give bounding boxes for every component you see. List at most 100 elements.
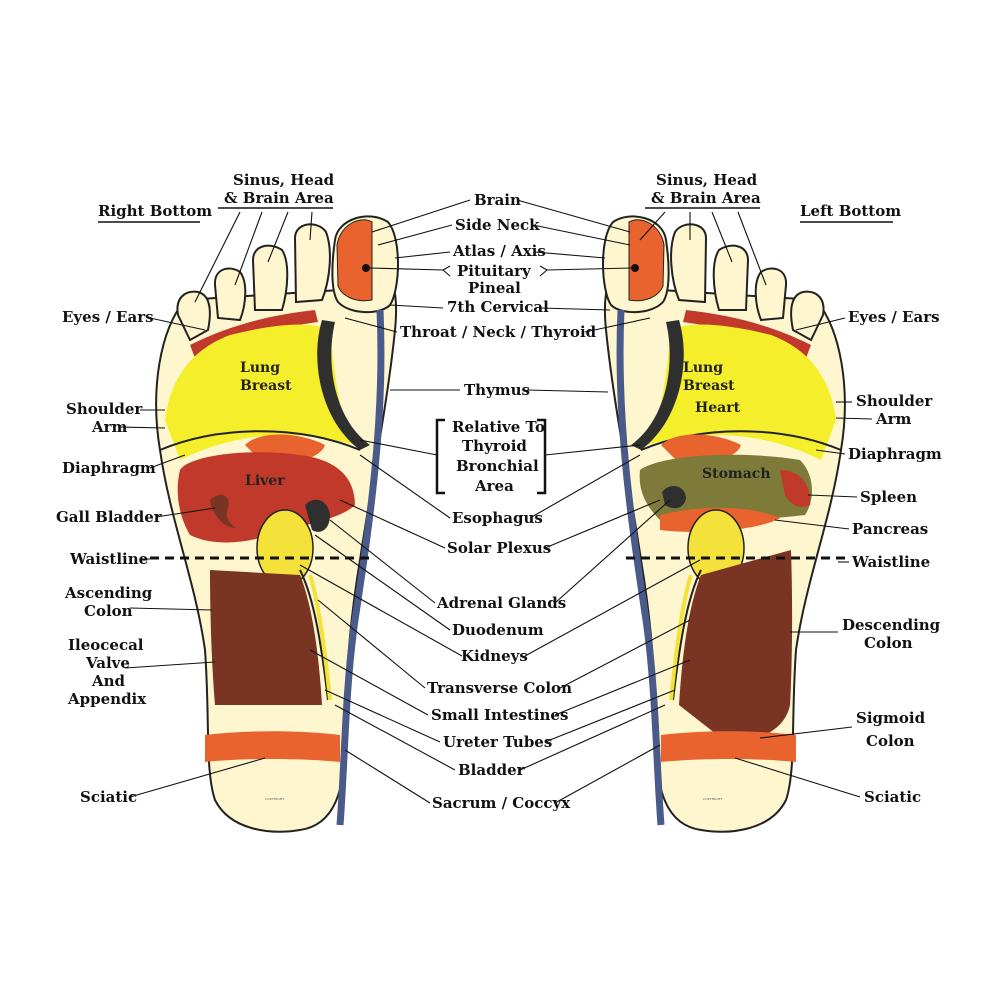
left-diaphragm-line [640, 430, 842, 451]
right-diaphragm-label: Diaphragm [62, 459, 156, 477]
left-ureter-line [672, 569, 702, 701]
relative-bracket-right [537, 418, 547, 495]
right-lung-label-1: Lung [240, 360, 280, 376]
relative-label-2: Thyroid [462, 437, 527, 455]
brain-label: Brain [474, 191, 521, 209]
left-spine-line [616, 309, 665, 826]
left-sigmoid-label-1: Sigmoid [856, 709, 926, 727]
left-shoulder-label: Shoulder [856, 392, 933, 410]
right-ascending-label-1: Ascending [64, 584, 153, 602]
sinus-right-line2: & Brain Area [224, 189, 334, 207]
left-spleen-label: Spleen [860, 488, 917, 506]
pituitary-bracket-right [539, 265, 548, 277]
transverse-colon-label: Transverse Colon [427, 679, 572, 697]
left-pancreas-leader [774, 519, 850, 530]
right-eyes-ears-leader [149, 317, 206, 331]
right-ileocecal-label-2: Valve [85, 654, 130, 672]
right-toe-4 [213, 267, 247, 322]
esophagus-label: Esophagus [452, 509, 543, 527]
left-toe-3 [712, 244, 750, 311]
left-eyes-ears-leader [795, 317, 846, 331]
right-lung-label-2: Breast [240, 378, 292, 394]
left-arm-leader [835, 417, 873, 420]
right-ileocecal-label-1: Ileocecal [68, 636, 144, 654]
left-lung-label-2: Breast [683, 378, 735, 394]
left-pancreas-label: Pancreas [852, 520, 928, 538]
left-diaphragm-label: Diaphragm [848, 445, 942, 463]
left-spine-band-dark [631, 320, 684, 450]
right-waistline-label: Waistline [69, 550, 148, 568]
left-ureter-fill [669, 574, 693, 701]
right-bottom-heading: Right Bottom [98, 202, 212, 220]
right-arm-leader [119, 426, 166, 429]
relative-label-4: Area [474, 477, 514, 495]
sinus-leaders [194, 211, 767, 303]
right-ileocecal-label-3: And [91, 672, 126, 690]
throat-label: Throat / Neck / Thyroid [400, 323, 597, 341]
right-eyes-ears-label: Eyes / Ears [62, 308, 154, 326]
left-arm-label: Arm [875, 410, 912, 428]
right-ureter-fill [308, 574, 332, 701]
left-toe-2 [670, 223, 708, 304]
left-waistline-label: Waistline [851, 553, 930, 571]
left-copyright-text: COPYRIGHT [703, 797, 722, 801]
side-neck-label: Side Neck [455, 216, 540, 234]
left-lung-label-1: Lung [683, 360, 723, 376]
duodenum-label: Duodenum [452, 621, 544, 639]
center-leaders [299, 199, 701, 804]
pituitary-label: Pituitary [457, 262, 532, 280]
left-brain-zone [628, 219, 665, 302]
right-ascending-leader [129, 607, 213, 611]
right-ascending-label-2: Colon [84, 602, 133, 620]
left-descending-label-2: Colon [864, 634, 913, 652]
adrenal-label: Adrenal Glands [436, 594, 566, 612]
right-toe-2 [293, 223, 331, 304]
thymus-label: Thymus [464, 381, 530, 399]
right-gall-bladder-leader [155, 507, 216, 518]
left-diaphragm-leader [815, 449, 846, 455]
left-sciatic-label: Sciatic [864, 788, 921, 806]
solar-plexus-label: Solar Plexus [447, 539, 551, 557]
right-shoulder-label: Shoulder [66, 400, 143, 418]
right-toe-3 [251, 244, 289, 311]
right-colon-zone [210, 570, 322, 705]
relative-label-1: Relative To [452, 418, 545, 436]
sinus-left-line1: Sinus, Head [656, 171, 758, 189]
left-sciatic-band [661, 731, 796, 762]
left-sigmoid-leader [759, 726, 853, 739]
left-sigmoid-label-2: Colon [866, 732, 915, 750]
right-toe-5 [176, 290, 211, 342]
left-toe-4 [754, 267, 788, 322]
left-stomach-label: Stomach [702, 466, 771, 482]
right-diaphragm-leader [149, 454, 186, 469]
sacrum-label: Sacrum / Coccyx [432, 794, 571, 812]
left-sciatic-leader [734, 757, 861, 798]
left-descending-label-1: Descending [842, 616, 941, 634]
left-stomach-zone [639, 454, 812, 523]
left-pituitary-dot [631, 264, 639, 272]
right-liver-label: Liver [245, 473, 285, 489]
right-spine-band-dark [317, 320, 370, 450]
right-lung-zone [165, 324, 355, 460]
pineal-label: Pineal [468, 279, 521, 297]
right-pituitary-dot [362, 264, 370, 272]
left-colon-zone [679, 550, 793, 745]
right-sciatic-band [205, 731, 340, 762]
sinus-left-line2: & Brain Area [651, 189, 761, 207]
small-intestines-label: Small Intestines [431, 706, 568, 724]
right-gall-bladder [210, 494, 236, 528]
left-eyes-ears-label: Eyes / Ears [848, 308, 940, 326]
right-brain-zone [336, 219, 373, 302]
left-toe-5 [790, 290, 825, 342]
left-lung-zone [646, 324, 836, 460]
relative-label-3: Bronchial [456, 457, 539, 475]
sinus-right-line1: Sinus, Head [233, 171, 335, 189]
right-adrenal-zone [305, 499, 330, 532]
right-ureter-line [299, 569, 329, 701]
left-lung-label-3: Heart [695, 400, 741, 416]
pituitary-bracket-left [442, 265, 451, 277]
left-spleen-leader [807, 494, 858, 498]
right-diaphragm-line [159, 430, 361, 451]
right-sciatic-label: Sciatic [80, 788, 137, 806]
